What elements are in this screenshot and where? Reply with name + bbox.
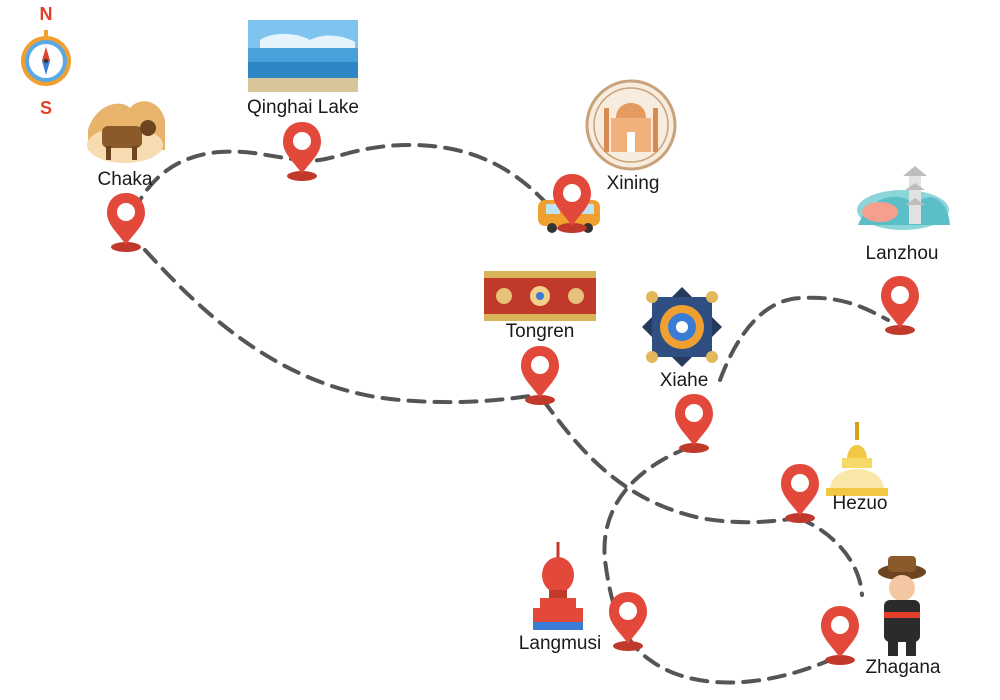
place-label-lanzhou: Lanzhou — [865, 243, 939, 264]
langmusi-temple-illustration — [533, 542, 583, 630]
place-label-tongren: Tongren — [505, 321, 575, 342]
compass-north-label: N — [39, 4, 53, 24]
place-label-zhagana: Zhagana — [865, 657, 941, 678]
hezuo-stupa-illustration — [826, 422, 888, 496]
place-label-hezuo: Hezuo — [832, 493, 888, 514]
place-label-langmusi: Langmusi — [518, 633, 602, 654]
qinghai-lake-photo — [248, 20, 358, 92]
xiahe-mandala-pattern — [642, 287, 722, 367]
chaka-illustration — [87, 101, 165, 163]
route-line — [138, 142, 890, 685]
tongren-textile-pattern — [484, 271, 596, 321]
lanzhou-pagoda-illustration — [857, 166, 950, 230]
map-pin-icon — [107, 193, 145, 252]
place-label-xiahe: Xiahe — [659, 370, 709, 391]
map-pin-icon — [675, 394, 713, 453]
place-label-chaka: Chaka — [97, 169, 153, 190]
map-pin-icon — [609, 592, 647, 651]
place-label-qinghai-lake: Qinghai Lake — [247, 97, 359, 118]
compass-icon — [21, 30, 71, 86]
map-pin-icon — [881, 276, 919, 335]
map-pin-icon — [821, 606, 859, 665]
zhagana-person-illustration — [878, 556, 926, 656]
map-pin-icon — [781, 464, 819, 523]
map-pin-icon — [283, 122, 321, 181]
place-label-xining: Xining — [606, 173, 660, 194]
compass-south-label: S — [39, 98, 53, 118]
xining-mosque-icon — [585, 79, 677, 171]
